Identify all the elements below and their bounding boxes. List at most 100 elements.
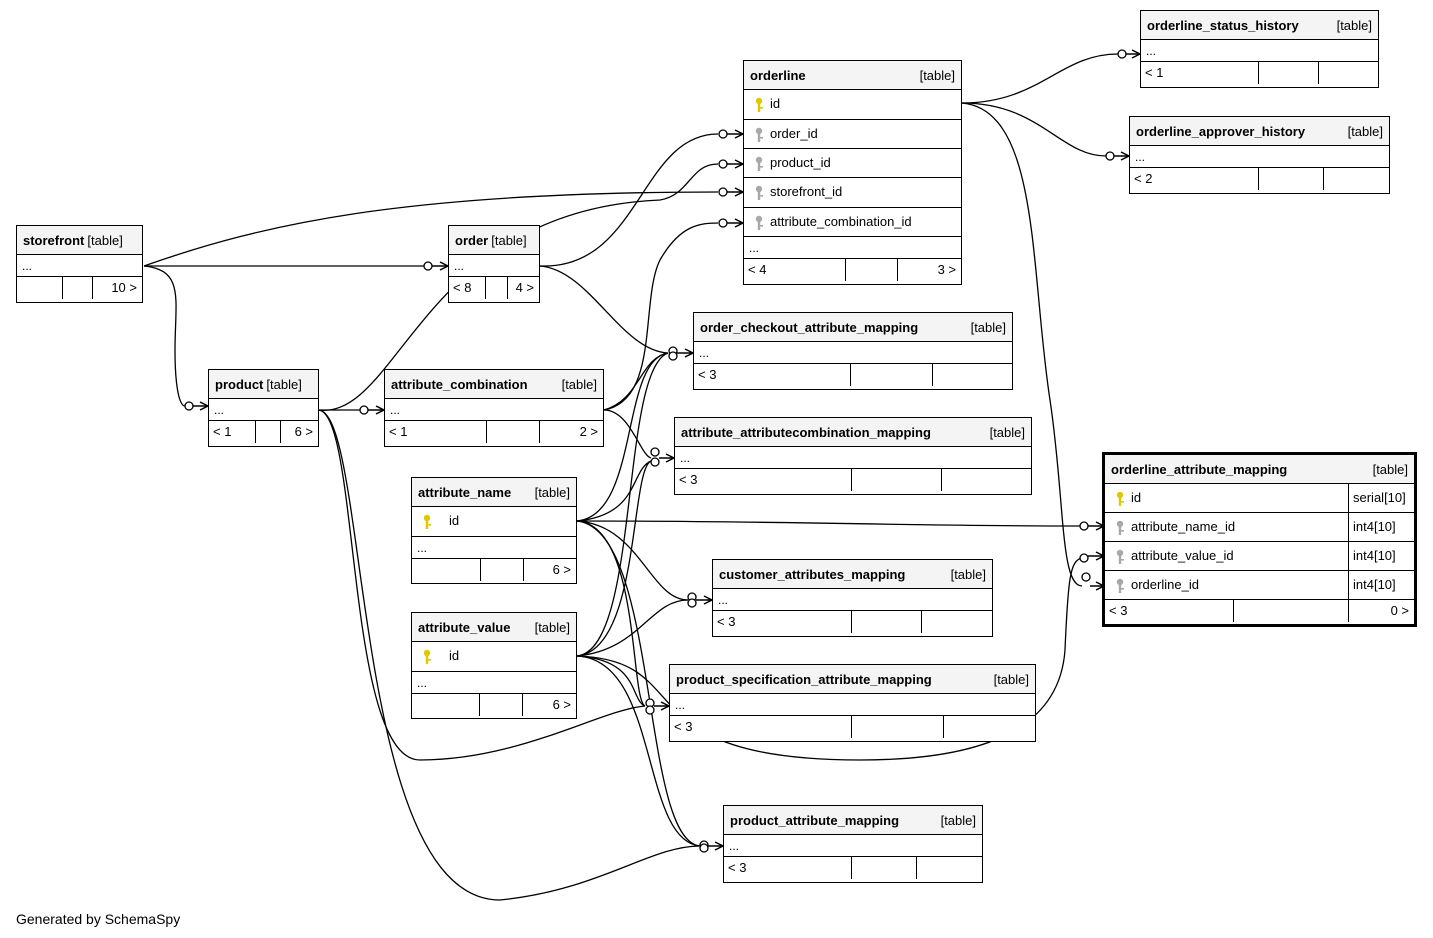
table-header: attribute_attributecombination_mapping [… bbox=[675, 418, 1031, 447]
footer-spacer bbox=[845, 259, 897, 281]
table-footer: < 1 6 > bbox=[209, 421, 318, 443]
optional-marker-product-attr-2 bbox=[699, 843, 709, 853]
children-count: 6 > bbox=[523, 559, 576, 581]
optional-marker-orderline-attrcomb bbox=[718, 218, 728, 228]
table-product-specification-attribute-mapping[interactable]: product_specification_attribute_mapping … bbox=[669, 664, 1036, 742]
children-count bbox=[1323, 168, 1389, 190]
table-type: [table] bbox=[266, 377, 302, 392]
table-header: orderline_status_history [table] bbox=[1141, 11, 1378, 40]
column-row-id[interactable]: id bbox=[744, 90, 961, 120]
parents-count: < 3 bbox=[674, 719, 693, 734]
key-icon bbox=[755, 97, 763, 112]
table-type: [table] bbox=[940, 813, 976, 828]
table-header: order_checkout_attribute_mapping [table] bbox=[694, 313, 1012, 342]
table-header: orderline_attribute_mapping [table] bbox=[1105, 455, 1414, 484]
type-cell: int4[10] bbox=[1348, 513, 1396, 541]
column-row-attribute-name-id[interactable]: attribute_name_id int4[10] bbox=[1105, 513, 1414, 542]
children-count bbox=[932, 364, 1012, 386]
table-name: customer_attributes_mapping bbox=[719, 567, 906, 582]
optional-marker-customer-2 bbox=[687, 598, 697, 608]
footer-spacer bbox=[851, 469, 941, 491]
foreign-key-icon bbox=[1116, 578, 1124, 593]
column-type: serial[10] bbox=[1353, 490, 1406, 505]
key-icon bbox=[423, 649, 431, 664]
parents-count: < 1 bbox=[389, 424, 408, 439]
footer-spacer bbox=[851, 716, 943, 738]
optional-marker-oam-name bbox=[1079, 521, 1089, 531]
columns-ellipsis: ... bbox=[670, 694, 1035, 716]
children-count bbox=[941, 469, 1031, 491]
table-footer: < 3 bbox=[694, 364, 1012, 386]
children-count: 10 > bbox=[92, 277, 142, 299]
table-type: [table] bbox=[993, 672, 1029, 687]
table-orderline-approver-history[interactable]: orderline_approver_history [table] ... <… bbox=[1129, 116, 1390, 194]
table-type: [table] bbox=[534, 485, 570, 500]
column-row-attribute-value-id[interactable]: attribute_value_id int4[10] bbox=[1105, 542, 1414, 571]
table-orderline-attribute-mapping[interactable]: orderline_attribute_mapping [table] id s… bbox=[1102, 452, 1417, 627]
footer-spacer bbox=[851, 857, 916, 879]
children-count: 2 > bbox=[539, 421, 603, 443]
column-name: orderline_id bbox=[1131, 577, 1199, 592]
optional-marker-attribute-combination bbox=[359, 405, 369, 415]
columns-ellipsis: ... bbox=[724, 835, 982, 857]
table-type: [table] bbox=[1336, 18, 1372, 33]
table-orderline-status-history[interactable]: orderline_status_history [table] ... < 1 bbox=[1140, 10, 1379, 88]
column-row-id[interactable]: id bbox=[412, 507, 576, 537]
table-footer: < 8 4 > bbox=[449, 277, 539, 299]
column-name: storefront_id bbox=[770, 184, 843, 199]
table-name: orderline bbox=[750, 68, 806, 83]
parents-count: < 3 bbox=[679, 472, 698, 487]
column-row-storefront-id[interactable]: storefront_id bbox=[744, 178, 961, 208]
table-footer: < 1 2 > bbox=[385, 421, 603, 443]
column-row-id[interactable]: id serial[10] bbox=[1105, 484, 1414, 513]
parents-count: < 8 bbox=[453, 280, 472, 295]
table-customer-attributes-mapping[interactable]: customer_attributes_mapping [table] ... … bbox=[712, 559, 993, 637]
table-type: [table] bbox=[919, 68, 955, 83]
footer-spacer bbox=[486, 421, 539, 443]
column-type: int4[10] bbox=[1353, 577, 1396, 592]
table-type: [table] bbox=[950, 567, 986, 582]
table-attribute-attributecombination-mapping[interactable]: attribute_attributecombination_mapping [… bbox=[674, 417, 1032, 495]
table-footer: < 3 0 > bbox=[1105, 600, 1414, 622]
table-type: [table] bbox=[561, 377, 597, 392]
column-row-id[interactable]: id bbox=[412, 642, 576, 672]
table-order-checkout-attribute-mapping[interactable]: order_checkout_attribute_mapping [table]… bbox=[693, 312, 1013, 390]
table-type: [table] bbox=[491, 233, 527, 248]
table-footer: < 2 bbox=[1130, 168, 1389, 190]
table-footer: 6 > bbox=[412, 694, 576, 716]
parents-count: < 2 bbox=[1134, 171, 1153, 186]
footer-spacer bbox=[485, 277, 507, 299]
column-type: int4[10] bbox=[1353, 519, 1396, 534]
optional-marker-orderline-product bbox=[718, 159, 728, 169]
table-name: orderline_approver_history bbox=[1136, 124, 1306, 139]
column-row-order-id[interactable]: order_id bbox=[744, 120, 961, 149]
children-count bbox=[1318, 62, 1378, 84]
table-header: product_specification_attribute_mapping … bbox=[670, 665, 1035, 694]
parents-count: < 1 bbox=[1145, 65, 1164, 80]
table-product[interactable]: product[table] ... < 1 6 > bbox=[208, 369, 319, 447]
table-storefront[interactable]: storefront[table] ... 10 > bbox=[16, 225, 143, 303]
type-cell: serial[10] bbox=[1348, 484, 1406, 512]
footer-spacer bbox=[1258, 168, 1323, 190]
table-attribute-combination[interactable]: attribute_combination [table] ... < 1 2 … bbox=[384, 369, 604, 447]
table-attribute-value[interactable]: attribute_value [table] id ... 6 > bbox=[411, 612, 577, 719]
parents-count: < 3 bbox=[728, 860, 747, 875]
columns-ellipsis: ... bbox=[412, 672, 576, 694]
table-type: [table] bbox=[989, 425, 1025, 440]
table-header: order[table] bbox=[449, 226, 539, 255]
columns-ellipsis: ... bbox=[1130, 146, 1389, 168]
foreign-key-icon bbox=[1116, 520, 1124, 535]
key-icon bbox=[423, 514, 431, 529]
column-name: id bbox=[449, 513, 460, 528]
optional-marker-order-checkout-2 bbox=[668, 351, 678, 361]
column-row-product-id[interactable]: product_id bbox=[744, 149, 961, 178]
table-orderline[interactable]: orderline [table] id order_id product_id… bbox=[743, 60, 962, 285]
table-product-attribute-mapping[interactable]: product_attribute_mapping [table] ... < … bbox=[723, 805, 983, 883]
column-row-attribute-combination-id[interactable]: attribute_combination_id bbox=[744, 208, 961, 237]
column-row-orderline-id[interactable]: orderline_id int4[10] bbox=[1105, 571, 1414, 600]
footer-spacer bbox=[480, 559, 523, 581]
footer-spacer bbox=[851, 611, 921, 633]
table-attribute-name[interactable]: attribute_name [table] id ... 6 > bbox=[411, 477, 577, 584]
table-order[interactable]: order[table] ... < 8 4 > bbox=[448, 225, 540, 303]
